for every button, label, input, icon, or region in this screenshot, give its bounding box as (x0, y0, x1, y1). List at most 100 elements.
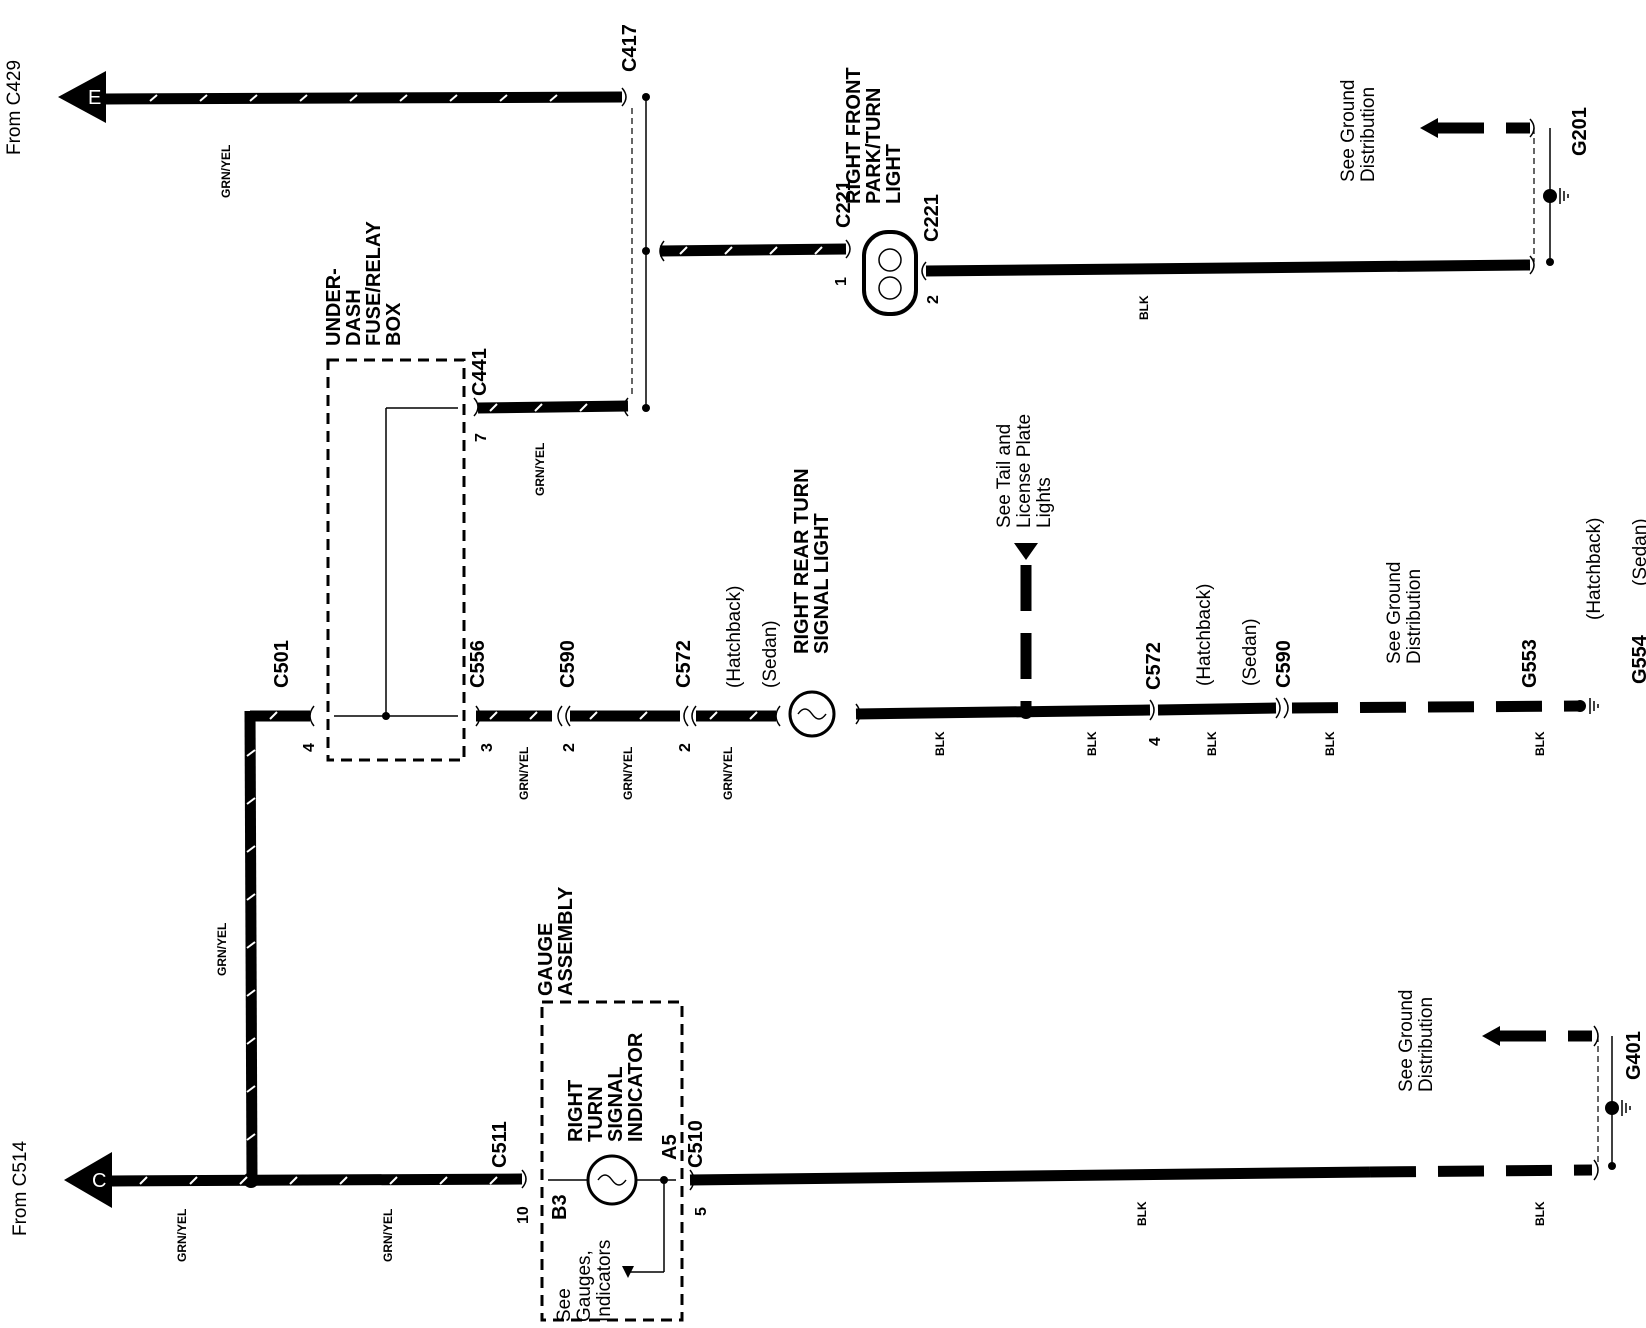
ground-g201-label: G201 (1569, 107, 1591, 156)
splice-dot (1546, 258, 1554, 266)
from-c514-label: From C514 (10, 1141, 31, 1236)
splice-dot (382, 712, 390, 720)
connector-c590-label: C590 (1273, 640, 1295, 688)
connector-symbol (1593, 1159, 1599, 1181)
splice-dot (642, 93, 650, 101)
wire-color-label: GRN/YEL (533, 443, 547, 496)
bulb-filament (597, 1174, 627, 1186)
wire-blk-c221-g201 (925, 259, 1531, 277)
right-rear-turn-signal-bulb (788, 690, 836, 738)
pin-label: 4 (1147, 737, 1164, 746)
ground-g401-symbol (1621, 1100, 1631, 1116)
connector-c417-symbol (621, 87, 627, 107)
right-rear-turn-signal-light-label: RIGHT REAR TURNSIGNAL LIGHT (791, 468, 833, 654)
wire-blk-ground-g553 (1291, 700, 1581, 714)
wire-grn-yel-top (105, 91, 623, 105)
wire-color-label: BLK (1137, 295, 1151, 320)
wire-blk-c572-c590 (1157, 702, 1277, 716)
pin-label: 1 (833, 277, 850, 286)
ground-g401-point (1605, 1101, 1619, 1115)
wire-blk-bottom (689, 1166, 1371, 1186)
pin-label: 2 (677, 743, 694, 752)
pin-label: 2 (561, 743, 578, 752)
connector-c510-label: C510 (685, 1120, 707, 1168)
splice-dot (642, 247, 650, 255)
see-tail-license-note: See Tail andLicense PlateLights (994, 414, 1055, 528)
connector-c590-label: C590 (557, 640, 579, 688)
wire-color-label: GRN/YEL (621, 747, 635, 800)
see-ground-distribution-note: See GroundDistribution (1396, 990, 1437, 1092)
pin-label: 3 (479, 743, 496, 752)
wire-color-label: BLK (933, 731, 947, 756)
wire-grn-yel-c441 (477, 400, 629, 414)
connector-c441-label: C441 (469, 348, 491, 396)
variant-label: (Sedan) (1240, 618, 1261, 686)
ground-g553-label: G553 (1519, 639, 1541, 688)
wire-color-label: GRN/YEL (219, 145, 233, 198)
wire-color-label: GRN/YEL (721, 747, 735, 800)
from-c429-label: From C429 (4, 60, 25, 155)
pin-label: 10 (515, 1206, 532, 1224)
wire-blk-rear (855, 704, 1151, 720)
variant-label: (Hatchback) (724, 586, 745, 688)
wire-blk-ground-g401 (1369, 1164, 1593, 1178)
source-e-label: E (88, 87, 101, 109)
variant-label: (Hatchback) (1584, 518, 1605, 620)
splice-dot (243, 1172, 259, 1188)
wire-color-label: GRN/YEL (175, 1209, 189, 1262)
connector-symbol (659, 240, 665, 262)
connector-c511-label: C511 (489, 1121, 511, 1168)
wire-color-label: BLK (1205, 731, 1219, 756)
variant-label: (Hatchback) (1194, 584, 1215, 686)
under-dash-fuse-relay-box-label: UNDER-DASHFUSE/RELAYBOX (323, 220, 405, 346)
wire-color-label: GRN/YEL (381, 1209, 395, 1262)
source-triangle-c (64, 1152, 112, 1208)
connector-symbol (921, 261, 927, 281)
pin-b3-label: B3 (549, 1194, 571, 1220)
wire-hash-marks (149, 94, 558, 102)
connector-symbol (557, 705, 571, 727)
wire-hash-marks (139, 246, 823, 1185)
ground-distribution-arrow (1420, 118, 1438, 138)
right-front-park-turn-light-bulb (862, 230, 918, 316)
gauge-assembly-box (540, 1000, 684, 1322)
right-turn-signal-indicator-label: RIGHTTURNSIGNALINDICATOR (565, 1032, 647, 1142)
ground-g553-point (1574, 700, 1586, 712)
connector-symbol (1275, 697, 1289, 719)
source-triangle-e (58, 71, 106, 123)
connector-c417-label: C417 (619, 24, 641, 72)
variant-label: (Sedan) (760, 620, 781, 688)
under-dash-fuse-relay-box (326, 358, 466, 762)
ground-g553-symbol (1589, 698, 1599, 714)
connector-symbol (775, 705, 781, 727)
gauge-assembly-label: GAUGEASSEMBLY (535, 886, 577, 996)
connector-c572-label: C572 (1143, 642, 1165, 690)
right-front-park-turn-light-label: RIGHT FRONTPARK/TURNLIGHT (843, 67, 905, 204)
wire-grn-yel-bottom (111, 1173, 523, 1187)
bulb-filament (878, 248, 902, 272)
connector-c221-label: C221 (921, 194, 943, 242)
ground-g201-point (1543, 189, 1557, 203)
connector-symbol (521, 1169, 527, 1189)
pin-label: 7 (473, 433, 490, 442)
connector-c501-label: C501 (271, 640, 293, 688)
pin-label: 5 (693, 1207, 710, 1216)
gauges-indicators-arrow (622, 1266, 634, 1278)
bulb-filament (797, 708, 827, 720)
pin-label: 2 (925, 295, 942, 304)
connector-c221-label: C221 (833, 180, 855, 228)
wire-color-label: BLK (1085, 731, 1099, 756)
ground-g554-label: G554 (1629, 634, 1646, 684)
connector-symbol (1593, 1025, 1599, 1047)
connector-symbol (473, 397, 479, 417)
wire-color-label: GRN/YEL (215, 923, 229, 976)
see-gauges-indicators-note: SeeGauges,Indicators (554, 1240, 615, 1322)
connector-symbol (845, 239, 851, 259)
wire-grn-yel-c221 (659, 243, 847, 257)
variant-label: (Sedan) (1630, 518, 1646, 586)
wire-color-label: GRN/YEL (517, 747, 531, 800)
wire-color-label: BLK (1533, 731, 1547, 756)
bulb-filament (878, 276, 902, 300)
